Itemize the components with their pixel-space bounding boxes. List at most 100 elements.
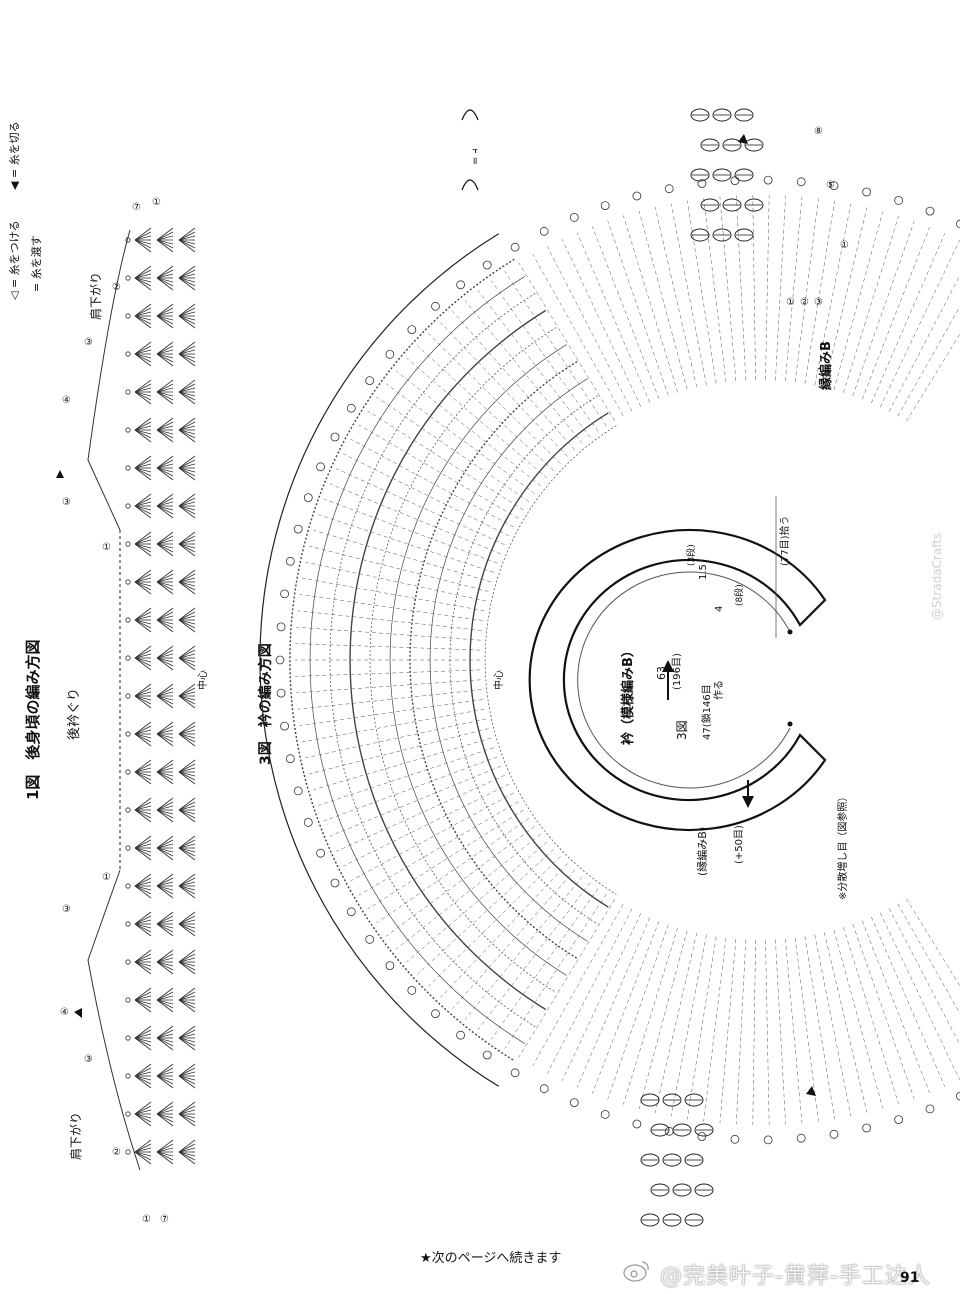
fan-stitch	[178, 949, 196, 975]
fan-stitch	[134, 835, 152, 861]
picot	[510, 242, 520, 252]
stitch-column	[297, 610, 482, 631]
legend-join-yarn: ◁ = 糸をつける	[8, 220, 21, 300]
stitch-column	[490, 888, 599, 1040]
fan-stitch	[156, 1101, 174, 1127]
stitch-column	[504, 271, 607, 427]
stitch-column	[824, 932, 868, 1113]
stitch-column	[309, 545, 489, 592]
edging-shell	[672, 1183, 692, 1197]
collar-c-shape	[528, 528, 827, 832]
fan-stitch	[134, 1139, 152, 1165]
edging-row: ①	[786, 297, 795, 308]
picot	[293, 524, 303, 534]
picot	[365, 376, 375, 386]
edging-shell	[662, 1093, 682, 1107]
edging-row-mark: ⑤	[826, 180, 835, 191]
point-marker	[787, 629, 793, 635]
stitch-column	[336, 774, 505, 852]
fig3-title: 3図 衿の編み方図	[257, 643, 274, 765]
fan-stitch	[134, 607, 152, 633]
chain-stitch	[125, 807, 131, 813]
chain-stitch	[125, 921, 131, 927]
row-mark: ①	[102, 542, 111, 553]
schematic-fig-ref: 3図	[675, 720, 689, 740]
picot	[697, 1132, 707, 1141]
picot	[285, 556, 295, 566]
collar-row	[309, 276, 525, 1044]
stitch-column	[343, 783, 510, 867]
row-mark: ①	[142, 1214, 151, 1225]
cut-yarn-marker	[56, 470, 64, 478]
stitch-column	[703, 198, 727, 383]
fan-stitch	[134, 455, 152, 481]
chain-stitch	[125, 655, 131, 661]
fan-stitch	[178, 379, 196, 405]
stitch-column	[843, 927, 899, 1104]
fan-stitch	[134, 759, 152, 785]
fan-stitch	[134, 911, 152, 937]
fig1-shoulder-right: 肩下がり	[88, 272, 103, 320]
stitch-column	[561, 239, 642, 407]
fan-stitch	[134, 721, 152, 747]
edging-shell	[684, 1153, 704, 1167]
chain-stitch	[125, 693, 131, 699]
fan-stitch	[156, 265, 174, 291]
stitch-column	[752, 939, 756, 1125]
picot	[796, 1133, 806, 1143]
rows-mid-unit: (8段)	[733, 584, 745, 606]
stitch-column	[736, 939, 747, 1125]
stitch-column	[358, 424, 519, 519]
fan-stitch	[156, 987, 174, 1013]
stitch-column	[871, 233, 946, 404]
stitch-column	[547, 908, 633, 1074]
plus-50-label: (+50目)	[734, 825, 745, 864]
make-label: 作る	[713, 680, 725, 700]
chain-stitch	[125, 845, 131, 851]
point-marker	[787, 721, 793, 727]
row-mark: ③	[84, 1054, 93, 1065]
edging-shell	[700, 138, 720, 152]
picot	[730, 176, 740, 186]
edging-shell	[684, 1213, 704, 1227]
edging-shell	[744, 198, 764, 212]
stitch-column	[490, 280, 599, 432]
edging-b-label: (縁編みB)	[695, 827, 709, 876]
row-mark: ⑦	[132, 202, 141, 213]
fan-stitch	[156, 873, 174, 899]
stitch-column	[440, 863, 568, 998]
left-shoulder-shaping	[87, 869, 141, 1171]
edging-shell	[662, 1153, 682, 1167]
symbol-arch	[461, 179, 479, 191]
fan-stitch	[134, 569, 152, 595]
chain-stitch	[125, 731, 131, 737]
stitch-column	[736, 195, 747, 381]
chain-stitch	[125, 617, 131, 623]
edging-shell	[712, 108, 732, 122]
collar-row	[409, 361, 578, 959]
picot	[730, 1134, 740, 1144]
fan-stitch	[156, 835, 174, 861]
chain-stitch	[125, 579, 131, 585]
chain-stitch	[125, 503, 131, 509]
picot	[894, 195, 903, 205]
picot	[539, 226, 549, 236]
stitch-column	[385, 826, 535, 937]
stitch-column	[576, 917, 651, 1088]
fan-stitch	[156, 379, 174, 405]
stitch-column	[296, 626, 481, 641]
stitch-column	[861, 920, 930, 1094]
stitch-column	[814, 203, 852, 386]
fan-stitch	[156, 1025, 174, 1051]
fan-stitch	[178, 341, 196, 367]
stitch-column	[336, 468, 505, 546]
edging-row: ②	[800, 297, 809, 308]
fan-stitch	[178, 417, 196, 443]
collar-outer-line	[259, 233, 500, 1087]
stitch-column	[452, 869, 576, 1009]
stitch-column	[464, 876, 583, 1020]
picot	[330, 432, 340, 442]
fan-stitch	[134, 1063, 152, 1089]
fan-stitch	[156, 797, 174, 823]
stitch-column	[367, 809, 524, 910]
